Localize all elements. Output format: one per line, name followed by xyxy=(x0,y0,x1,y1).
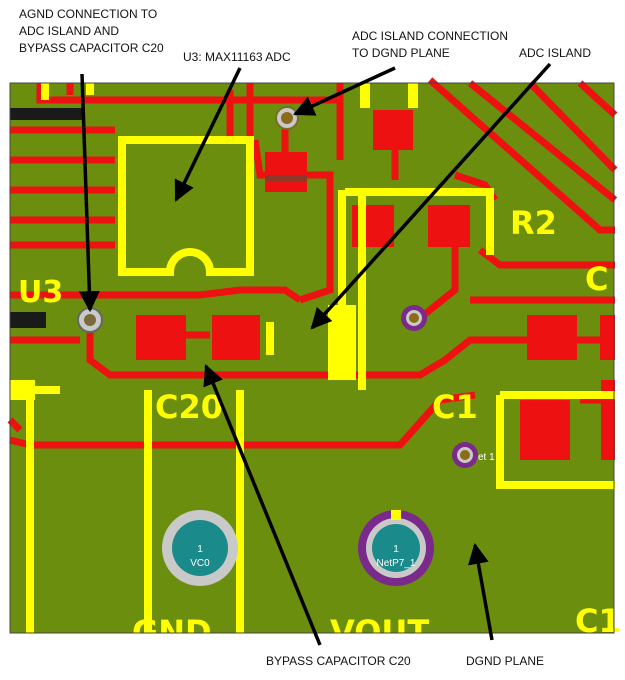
board-edge-mark-2 xyxy=(10,312,46,328)
arrow-adc-island-conn xyxy=(293,66,396,116)
capacitor-band xyxy=(265,175,307,181)
netp7-pad-number: 1 xyxy=(393,544,399,555)
net-1-label: et 1 xyxy=(478,452,495,463)
arrow-u3 xyxy=(174,67,242,202)
callout-dgnd-plane: DGND PLANE xyxy=(466,654,545,668)
arrow-adc-island xyxy=(310,62,552,330)
test-pad-netp7: 1 NetP7_1 xyxy=(358,510,434,586)
callout-agnd: AGND CONNECTION TO ADC ISLAND AND BYPASS… xyxy=(19,6,164,57)
test-pad-vc0: 1 VC0 xyxy=(162,510,238,586)
netp7-pad-net: NetP7_1 xyxy=(377,558,416,569)
vias xyxy=(77,106,478,468)
arrow-dgnd xyxy=(467,542,494,641)
callout-agnd-line-2: ADC ISLAND AND xyxy=(19,24,120,38)
silkscreen-fill xyxy=(10,83,418,400)
vc0-pad-number: 1 xyxy=(197,544,203,555)
silk-c1: C1 xyxy=(432,388,478,426)
arrow-agnd xyxy=(78,73,100,313)
callout-agnd-line-3: BYPASS CAPACITOR C20 xyxy=(19,41,164,55)
callout-agnd-line-1: AGND CONNECTION TO xyxy=(19,7,158,21)
vc0-pad-net: VC0 xyxy=(190,558,210,569)
callout-adc-island: ADC ISLAND xyxy=(519,46,592,60)
callout-bypass-cap: BYPASS CAPACITOR C20 xyxy=(266,654,411,668)
board-edge-mark xyxy=(10,108,85,120)
arrow-bypass-cap xyxy=(203,364,322,646)
callout-adc-island-conn-line-1: ADC ISLAND CONNECTION xyxy=(352,29,509,43)
callout-u3: U3: MAX11163 ADC xyxy=(183,50,291,64)
silk-r2: R2 xyxy=(510,204,557,242)
callout-arrows xyxy=(78,62,552,646)
callout-adc-island-conn: ADC ISLAND CONNECTION TO DGND PLANE xyxy=(352,28,508,62)
silk-u3: U3 xyxy=(18,275,63,310)
silk-c20: C20 xyxy=(155,388,223,426)
callout-adc-island-conn-line-2: TO DGND PLANE xyxy=(352,46,450,60)
silk-c-right: C xyxy=(585,260,608,298)
